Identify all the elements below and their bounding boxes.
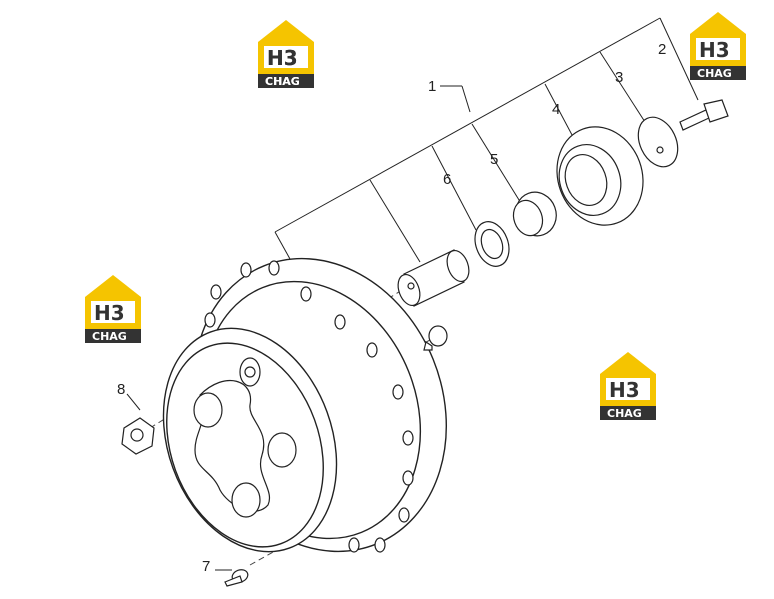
callout-label-8: 8	[117, 381, 125, 398]
part-3-cover-plate	[637, 116, 679, 168]
watermark-logo: H3 CHAG	[258, 20, 314, 88]
callout-label-4: 4	[552, 101, 560, 118]
part-6-thrust-washer	[474, 221, 510, 267]
watermark-logo	[600, 352, 656, 420]
svg-text:H3: H3	[267, 46, 298, 70]
planet-pin-shaft	[397, 249, 470, 307]
callout-leader-lines	[126, 17, 699, 571]
part-4-planet-gear	[556, 126, 644, 226]
callout-label-1: 1	[428, 78, 436, 95]
part-8-drain-plug	[121, 417, 155, 455]
part-2-bolt	[679, 99, 729, 131]
part-7-screw	[224, 569, 249, 587]
svg-text:CHAG: CHAG	[265, 75, 300, 88]
watermark-logo	[85, 275, 141, 343]
breather-plug	[423, 325, 448, 351]
hub-face-features	[193, 357, 297, 518]
callout-label-3: 3	[615, 69, 623, 86]
callout-label-6: 6	[443, 171, 451, 188]
callout-label-5: 5	[490, 151, 498, 168]
part-5-needle-bearing	[512, 191, 557, 237]
flange-bolt-holes	[204, 260, 414, 553]
callout-label-7: 7	[202, 558, 210, 575]
watermark-logo	[690, 12, 746, 80]
callout-label-2: 2	[658, 41, 666, 58]
